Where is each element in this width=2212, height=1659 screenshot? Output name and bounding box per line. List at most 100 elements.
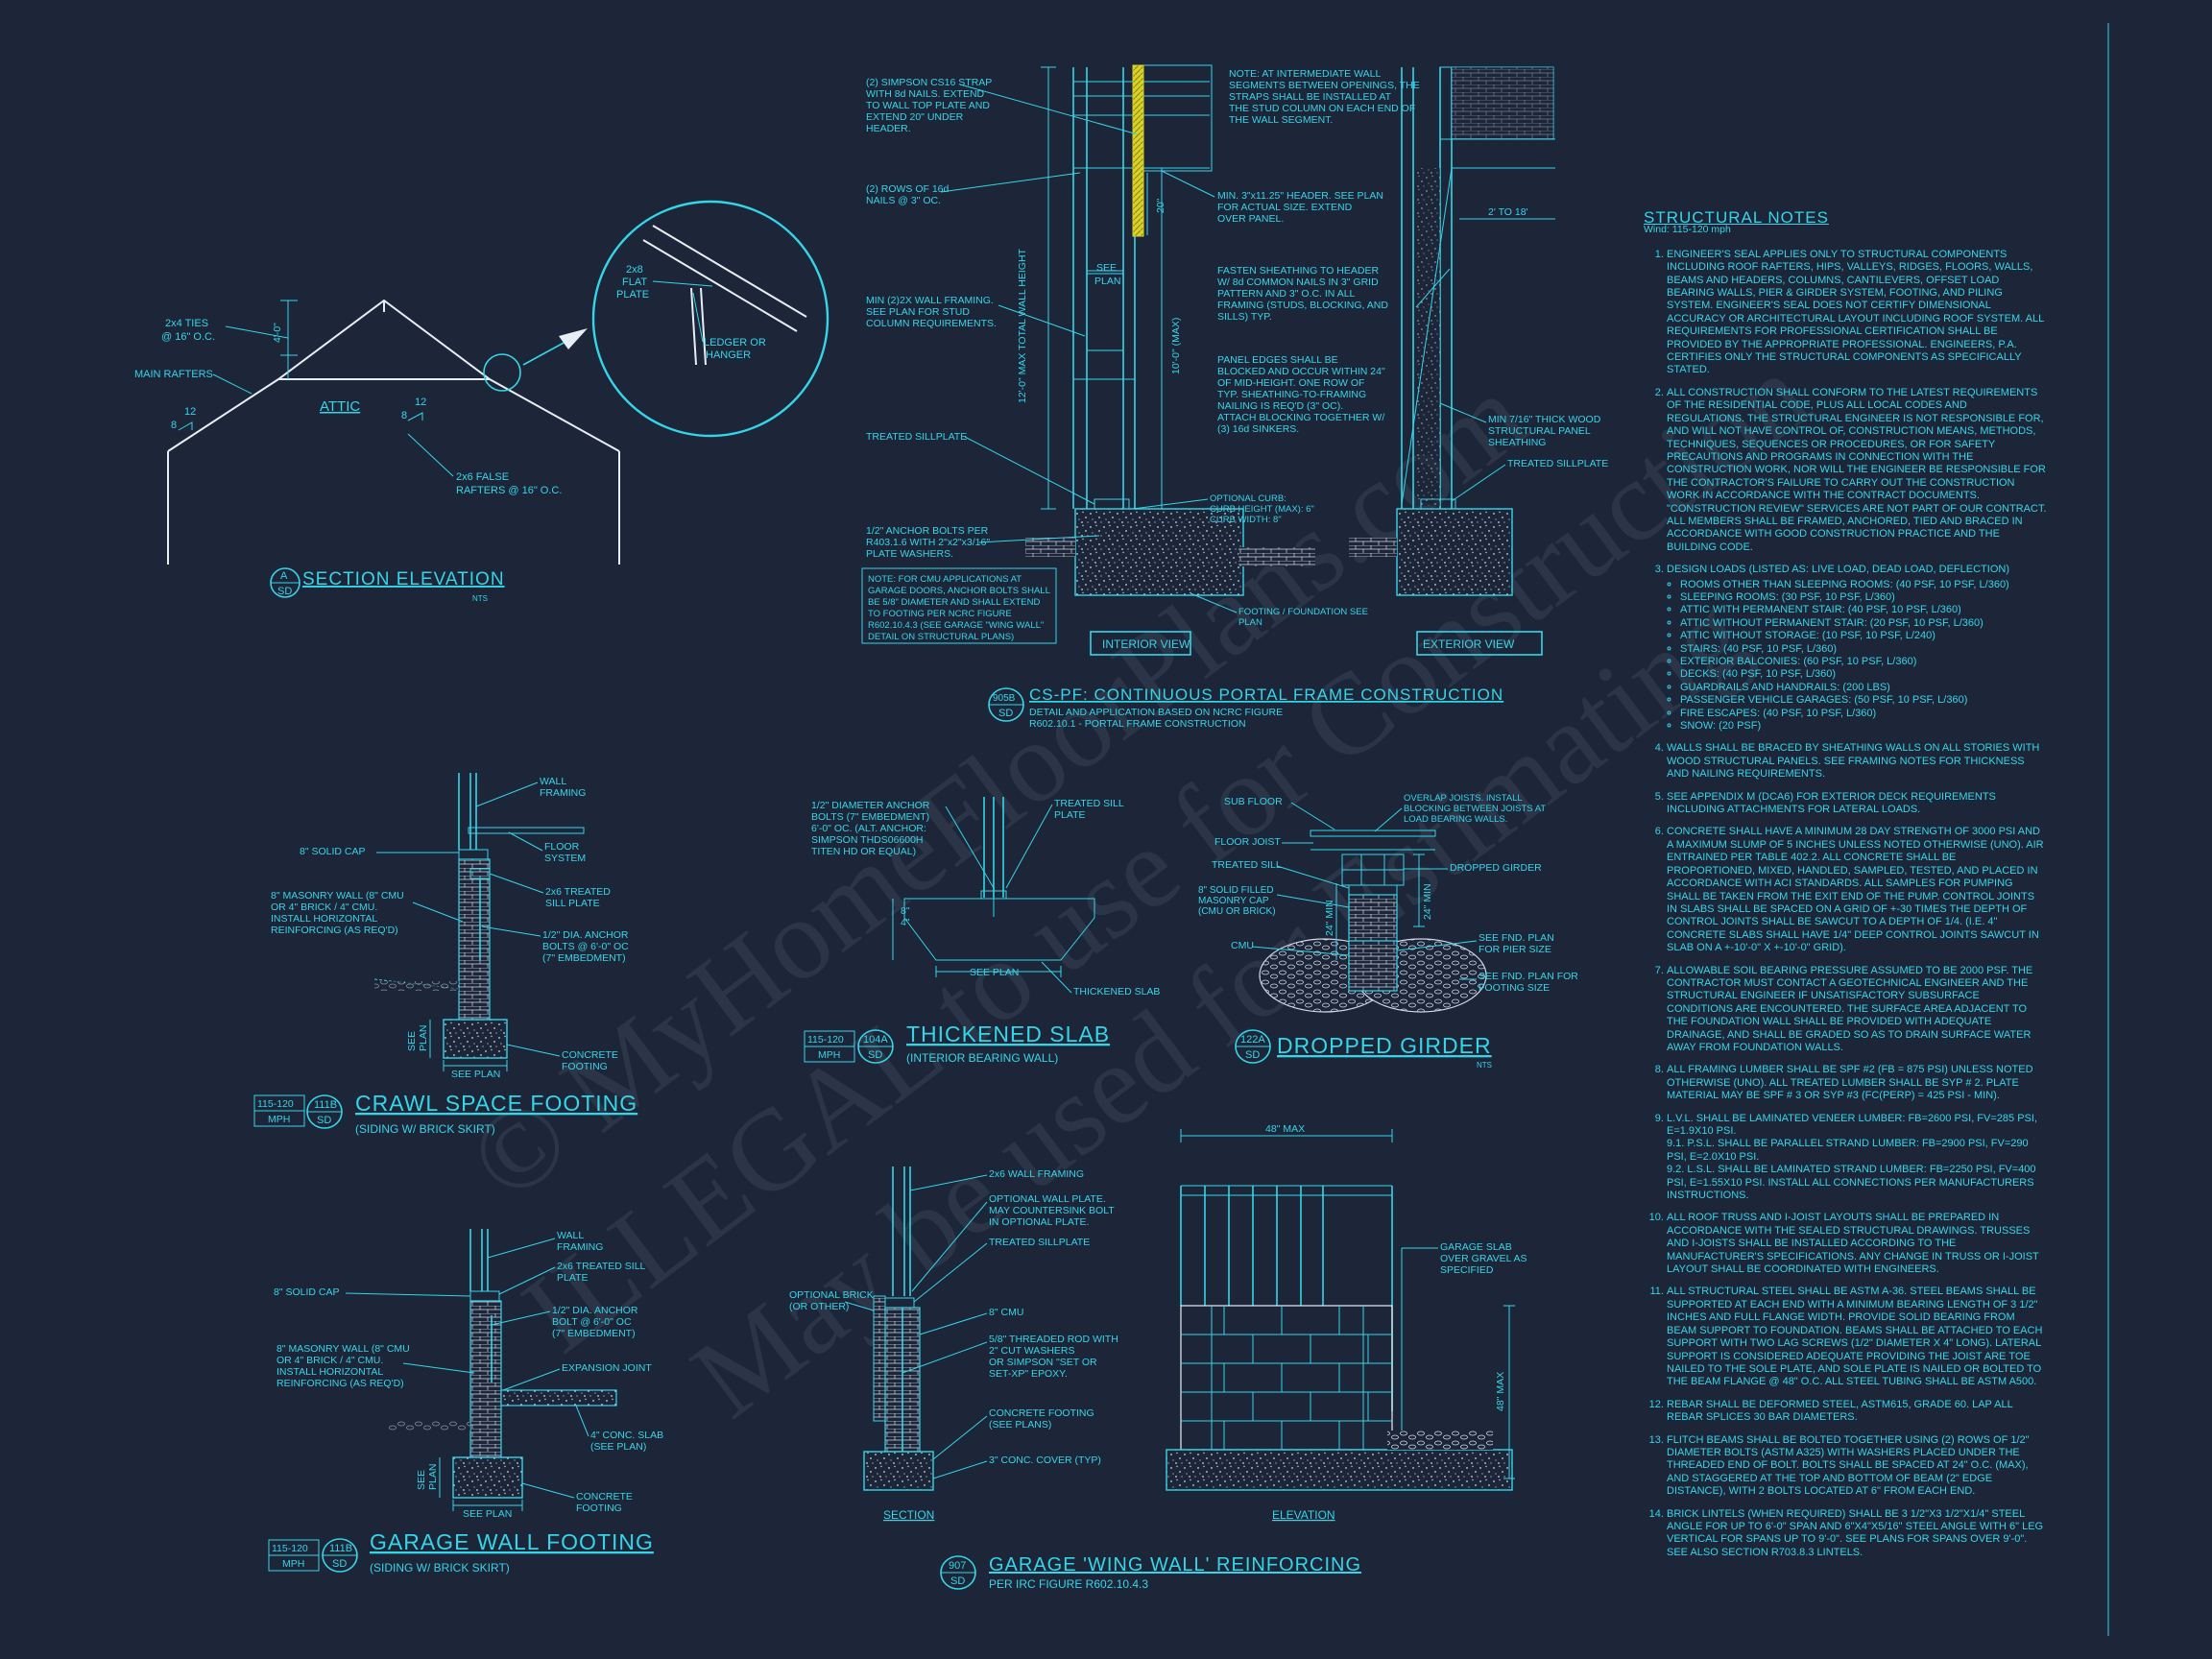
wing-dim-height: 48" MAX [1495,1372,1506,1411]
svg-text:PLAN: PLAN [427,1464,439,1490]
svg-text:TREATED SILL: TREATED SILL [1212,859,1282,871]
wing-elevation-label: ELEVATION [1272,1508,1335,1522]
wing-section-label: SECTION [883,1508,934,1522]
crawl-tag-bottom: SD [317,1115,331,1126]
attic-label: ATTIC [320,398,360,415]
svg-text:TREATED SILLPLATE: TREATED SILLPLATE [989,1237,1090,1248]
ledger-label: LEDGER OR [704,337,766,349]
see-plan-1: SEE [1096,262,1117,274]
svg-text:DROPPED GIRDER: DROPPED GIRDER [1450,862,1542,874]
svg-text:SEE PLAN: SEE PLAN [970,967,1019,978]
note-12: REBAR SHALL BE DEFORMED STEEL, ASTM615, … [1667,1399,2047,1425]
false-rafters-label: 2x6 FALSE [456,471,509,483]
flat-plate-label-2: FLAT [622,276,647,288]
main-rafters-label: MAIN RAFTERS [134,369,213,380]
svg-text:FLOOR JOIST: FLOOR JOIST [1214,836,1281,848]
slab-title: THICKENED SLAB [906,1022,1110,1046]
garage-tag-bottom: SD [332,1558,347,1570]
svg-text:SEE: SEE [416,1470,427,1490]
garage-tag-top: 111B [329,1543,352,1554]
structural-notes: STRUCTURAL NOTES Wind: 115-120 mph ENGIN… [1644,209,2047,1569]
svg-text:8" SOLID CAP: 8" SOLID CAP [274,1286,340,1298]
detail-wing-wall: 48" MAX 48" MAX 2x6 WALL FRAMING OPTIONA… [789,1123,1527,1591]
flat-plate-label-3: PLATE [616,289,649,301]
note-5: SEE APPENDIX M (DCA6) FOR EXTERIOR DECK … [1667,791,2047,817]
note-2: ALL CONSTRUCTION SHALL CONFORM TO THE LA… [1667,387,2047,554]
dim-4ft: 4'-0" [272,323,283,343]
wing-subtitle: PER IRC FIGURE R602.10.4.3 [989,1577,1148,1591]
ties-label-2: @ 16" O.C. [161,331,215,343]
view-exterior-label: EXTERIOR VIEW [1423,637,1515,651]
crawl-tag-top: 111B [314,1099,337,1111]
note-8: ALL FRAMING LUMBER SHALL BE SPF #2 (Fb =… [1667,1064,2047,1102]
slab-subtitle: (INTERIOR BEARING WALL) [906,1051,1058,1065]
svg-text:PLAN: PLAN [418,1025,429,1051]
wind-speed: Wind: 115-120 mph [1644,224,1731,236]
slab-tag-top: 104A [863,1034,888,1046]
girder-scale: NTS [1477,1061,1492,1070]
note-9: L.V.L. SHALL BE LAMINATED VENEER LUMBER:… [1667,1113,2047,1203]
wing-tag-top: 907 [949,1560,966,1572]
detail-portal-frame: 12'-0" MAX TOTAL WALL HEIGHT 10'-0" (MAX… [861,64,1608,730]
wing-dim-width: 48" MAX [1265,1123,1305,1135]
slab-tag-left: 115-120 [807,1034,844,1046]
note-1: ENGINEER'S SEAL APPLIES ONLY TO STRUCTUR… [1667,249,2047,377]
svg-text:OPTIONAL BRICK(OR OTHER): OPTIONAL BRICK(OR OTHER) [789,1289,874,1312]
crawl-title: CRAWL SPACE FOOTING [355,1091,637,1116]
wing-tag-bottom: SD [950,1575,965,1587]
svg-text:OPTIONAL CURB:CURB HEIGHT (MAX: OPTIONAL CURB:CURB HEIGHT (MAX): 6"CURB … [1210,493,1314,525]
svg-text:CONCRETE FOOTING(SEE PLANS): CONCRETE FOOTING(SEE PLANS) [989,1407,1094,1431]
svg-text:2x6 WALL FRAMING: 2x6 WALL FRAMING [989,1168,1084,1180]
sec-elev-scale: NTS [472,594,488,603]
svg-text:3" CONC. COVER (TYP): 3" CONC. COVER (TYP) [989,1455,1101,1466]
dim-max-10: 10'-0" (MAX) [1170,318,1182,374]
svg-text:8"4": 8"4" [901,905,910,928]
design-loads-list: ROOMS OTHER THAN SLEEPING ROOMS: (40 PSF… [1667,579,2047,733]
girder-tag-bottom: SD [1245,1049,1260,1061]
svg-text:SUB FLOOR: SUB FLOOR [1224,796,1283,807]
crawl-tag-left-2: MPH [268,1114,290,1125]
svg-text:SEE PLAN: SEE PLAN [463,1508,512,1520]
svg-text:TREATED SILLPLATE: TREATED SILLPLATE [866,431,967,443]
dim-range: 2' TO 18' [1488,206,1528,218]
detail-section-elevation: 4'-0" 2x4 TIES @ 16" O.C. MAIN RAFTERS A… [134,200,830,603]
note-14: BRICK LINTELS (WHEN REQUIRED) SHALL BE 3… [1667,1508,2047,1560]
svg-text:2x6 TREATED SILLPLATE: 2x6 TREATED SILLPLATE [557,1261,646,1284]
slab-tag-left-2: MPH [818,1049,840,1061]
ties-label: 2x4 TIES [165,318,208,329]
flat-plate-label: 2x8 [626,264,643,276]
svg-text:24" MIN: 24" MIN [1422,883,1433,920]
svg-text:8" CMU: 8" CMU [989,1307,1023,1318]
pitch-rise-right: 12 [415,397,426,408]
note-11: ALL STRUCTURAL STEEL SHALL BE ASTM A-36.… [1667,1286,2047,1388]
svg-text:OPTIONAL WALL PLATE.MAY COUNTE: OPTIONAL WALL PLATE.MAY COUNTERSINK BOLT… [989,1193,1115,1228]
see-plan-2: PLAN [1094,276,1120,287]
portal-tag-top: 905B [993,693,1016,704]
pitch-rise-left: 12 [184,406,196,418]
wing-title: GARAGE 'WING WALL' REINFORCING [989,1554,1361,1575]
note-13: FLITCH BEAMS SHALL BE BOLTED TOGETHER US… [1667,1434,2047,1499]
